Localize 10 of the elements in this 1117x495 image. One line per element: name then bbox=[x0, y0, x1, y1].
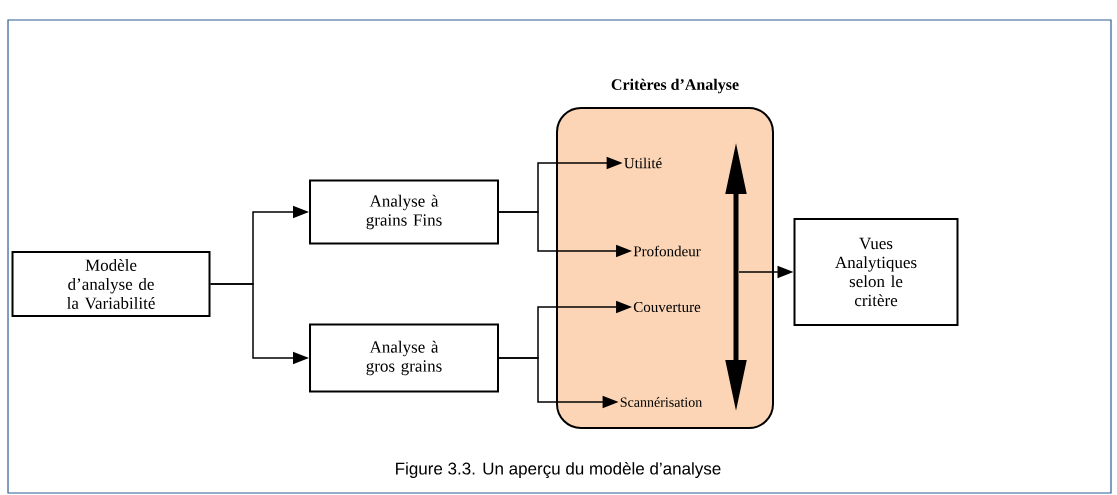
criterion-label: Profondeur bbox=[633, 245, 701, 257]
criterion-label: Utilité bbox=[624, 157, 662, 169]
process-box: Analyse à gros grains bbox=[309, 323, 499, 393]
process-box: Vues Analytiques selon le critère bbox=[793, 218, 959, 326]
figure-caption: Figure 3.3. Un aperçu du modèle d’analyse bbox=[396, 461, 721, 479]
process-box: Analyse à grains Fins bbox=[309, 179, 499, 245]
criterion-label: Scannérisation bbox=[620, 397, 702, 407]
panel-heading: Critères d’Analyse bbox=[611, 78, 739, 94]
criterion-label: Couverture bbox=[633, 301, 701, 313]
process-box: Modèle d’analyse de la Variabilité bbox=[11, 251, 211, 317]
